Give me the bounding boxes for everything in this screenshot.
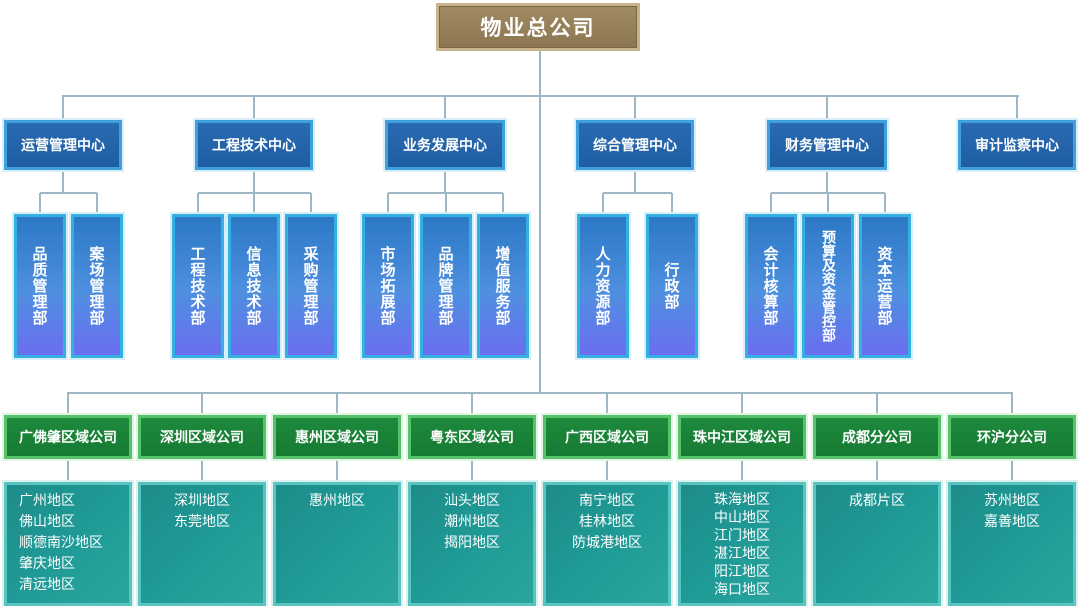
region-item: 汕头地区 (444, 493, 500, 509)
company-7: 成都分公司 (813, 415, 941, 459)
region-item: 揭阳地区 (444, 535, 500, 551)
center-6: 审计监察中心 (958, 120, 1076, 170)
center-3: 业务发展中心 (385, 120, 505, 170)
department-2-3: 采购管理部 (285, 214, 337, 358)
department-5-3: 资本运营部 (859, 214, 911, 358)
region-item: 海口地区 (714, 582, 770, 598)
region-item: 嘉善地区 (984, 514, 1040, 530)
region-item: 苏州地区 (984, 493, 1040, 509)
region-item: 江门地区 (714, 528, 770, 544)
center-2: 工程技术中心 (195, 120, 313, 170)
region-item: 清远地区 (19, 577, 75, 593)
department-5-2: 预算及资金管控部 (802, 214, 854, 358)
region-item: 中山地区 (714, 510, 770, 526)
company-5: 广西区域公司 (543, 415, 671, 459)
company-4: 粤东区域公司 (408, 415, 536, 459)
region-item: 肇庆地区 (19, 556, 75, 572)
center-4: 综合管理中心 (576, 120, 694, 170)
region-item: 顺德南沙地区 (19, 535, 103, 551)
region-item: 佛山地区 (19, 514, 75, 530)
department-3-1: 市场拓展部 (362, 214, 414, 358)
region-item: 桂林地区 (579, 514, 635, 530)
region-list-4: 汕头地区潮州地区揭阳地区 (408, 482, 536, 606)
region-item: 南宁地区 (579, 493, 635, 509)
region-item: 东莞地区 (174, 514, 230, 530)
root-company-title: 物业总公司 (436, 3, 640, 51)
department-2-2: 信息技术部 (228, 214, 280, 358)
region-list-2: 深圳地区东莞地区 (138, 482, 266, 606)
region-list-3: 惠州地区 (273, 482, 401, 606)
region-item: 惠州地区 (309, 493, 365, 509)
region-item: 阳江地区 (714, 564, 770, 580)
region-item: 潮州地区 (444, 514, 500, 530)
region-list-5: 南宁地区桂林地区防城港地区 (543, 482, 671, 606)
region-item: 广州地区 (19, 493, 75, 509)
department-5-1: 会计核算部 (745, 214, 797, 358)
company-3: 惠州区域公司 (273, 415, 401, 459)
region-list-1: 广州地区佛山地区顺德南沙地区肇庆地区清远地区 (4, 482, 132, 606)
region-item: 防城港地区 (572, 535, 642, 551)
region-item: 成都片区 (849, 493, 905, 509)
region-list-7: 成都片区 (813, 482, 941, 606)
region-list-8: 苏州地区嘉善地区 (948, 482, 1076, 606)
department-3-2: 品牌管理部 (420, 214, 472, 358)
department-1-2: 案场管理部 (71, 214, 123, 358)
region-item: 珠海地区 (714, 492, 770, 508)
department-4-2: 行政部 (646, 214, 698, 358)
company-2: 深圳区域公司 (138, 415, 266, 459)
center-1: 运营管理中心 (4, 120, 122, 170)
company-6: 珠中江区域公司 (678, 415, 806, 459)
department-3-3: 增值服务部 (477, 214, 529, 358)
department-4-1: 人力资源部 (577, 214, 629, 358)
center-5: 财务管理中心 (767, 120, 887, 170)
company-8: 环沪分公司 (948, 415, 1076, 459)
region-item: 湛江地区 (714, 546, 770, 562)
department-2-1: 工程技术部 (172, 214, 224, 358)
department-1-1: 品质管理部 (14, 214, 66, 358)
region-item: 深圳地区 (174, 493, 230, 509)
region-list-6: 珠海地区中山地区江门地区湛江地区阳江地区海口地区 (678, 482, 806, 606)
company-1: 广佛肇区域公司 (4, 415, 132, 459)
